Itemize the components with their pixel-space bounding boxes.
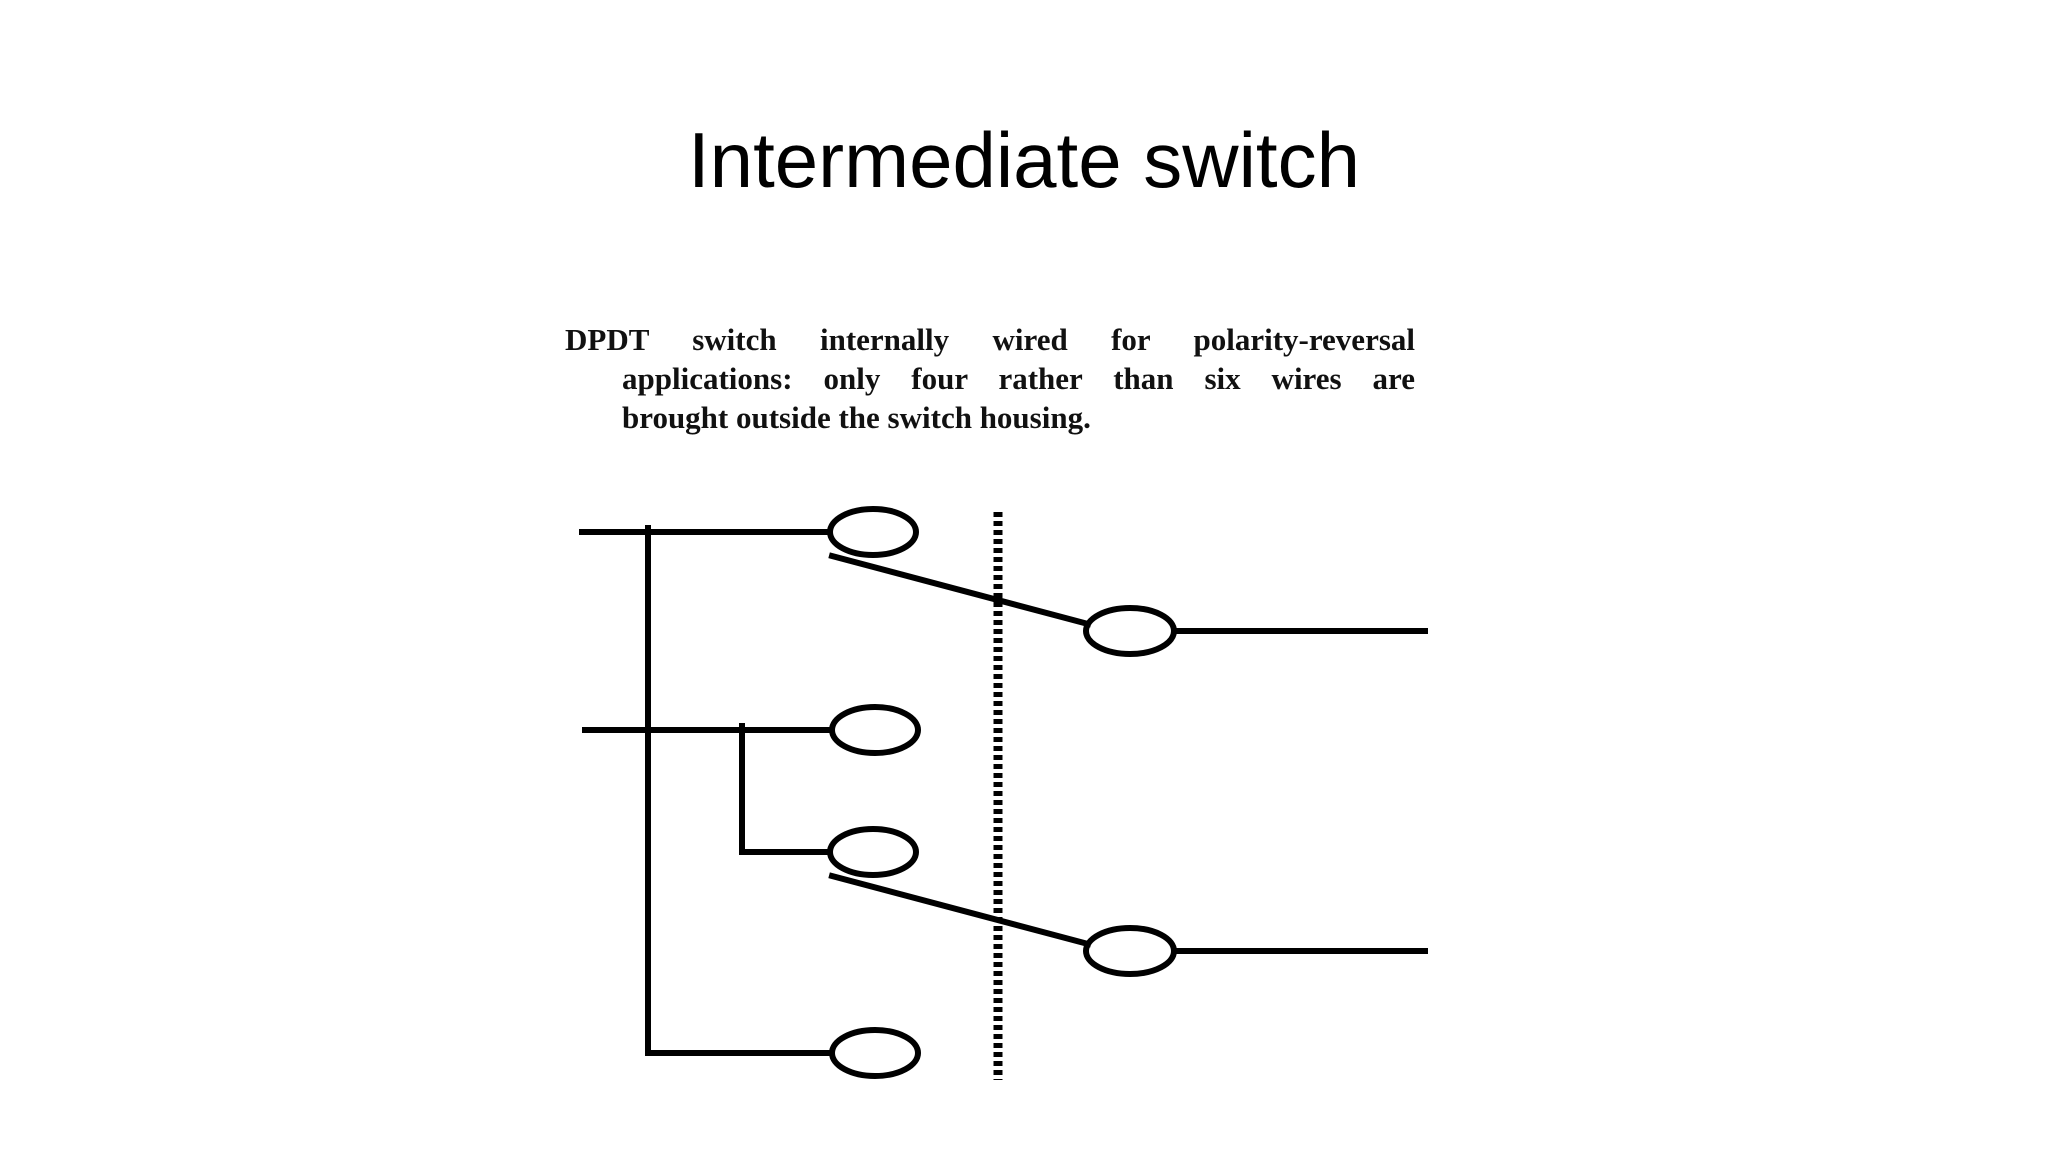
slide-title: Intermediate switch — [688, 116, 1360, 204]
terminal-1 — [827, 506, 919, 558]
common-terminal-2 — [1083, 925, 1177, 977]
caption-line-2: applications: only four rather than six … — [622, 361, 1415, 396]
figure-caption: DPDT switch internally wired for polarit… — [565, 320, 1415, 437]
caption-line-3: brought outside the switch housing. — [622, 400, 1091, 435]
switch-lever-2 — [828, 872, 1092, 948]
terminal-4 — [829, 1027, 921, 1079]
terminal-2 — [829, 704, 921, 756]
common-terminal-1 — [1083, 605, 1177, 657]
terminal-3 — [827, 826, 919, 878]
switch-lever-1 — [828, 552, 1092, 628]
caption-line-1: DPDT switch internally wired for polarit… — [565, 322, 1415, 357]
